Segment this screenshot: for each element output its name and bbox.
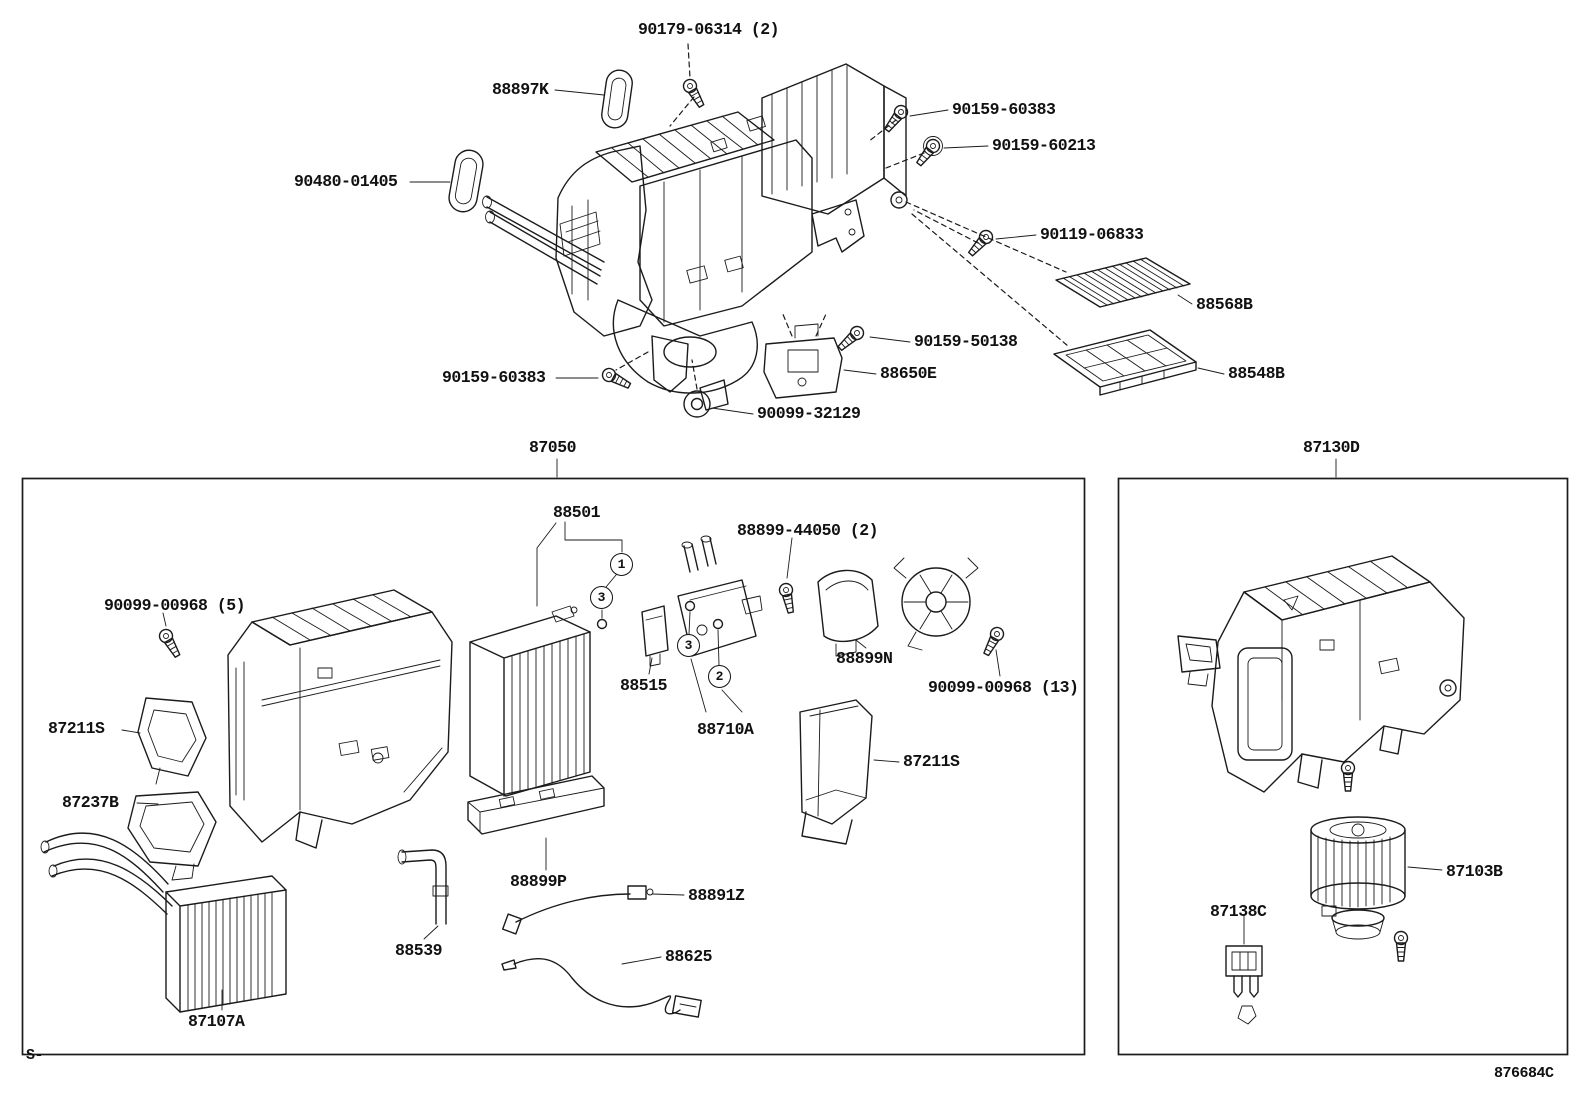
part-label-90119-06833: 90119-06833 bbox=[1040, 225, 1144, 244]
part-label-87237B: 87237B bbox=[62, 793, 119, 812]
part-label-88625: 88625 bbox=[665, 947, 713, 966]
part-label-87103B: 87103B bbox=[1446, 862, 1503, 881]
bracket-87237B-drawing bbox=[127, 791, 217, 881]
blower-resistor-87138C-drawing bbox=[1225, 945, 1263, 1025]
part-label-88897K: 88897K bbox=[492, 80, 549, 99]
gasket-plate-90480-drawing bbox=[448, 149, 484, 213]
part-label-88515: 88515 bbox=[620, 676, 668, 695]
part-label-87211S-right: 87211S bbox=[903, 752, 960, 771]
right-assembly-box-border bbox=[1117, 477, 1569, 1056]
part-label-90480-01405: 90480-01405 bbox=[294, 172, 398, 191]
assembly-dashed-lines bbox=[615, 43, 1069, 390]
circled-ref-1: 1 bbox=[610, 553, 633, 576]
part-label-88650E: 88650E bbox=[880, 364, 937, 383]
circled-ref-3a: 3 bbox=[590, 586, 613, 609]
evaporator-case-drawing bbox=[227, 589, 453, 849]
wire-88891Z-drawing bbox=[501, 885, 654, 935]
part-label-90099-00968-13: 90099-00968 (13) bbox=[928, 678, 1079, 697]
part-label-90159-50138: 90159-50138 bbox=[914, 332, 1018, 351]
part-label-88568B: 88568B bbox=[1196, 295, 1253, 314]
part-label-88501: 88501 bbox=[553, 503, 601, 522]
part-label-87138C: 87138C bbox=[1210, 902, 1267, 921]
filter-case-88548B-drawing bbox=[1053, 329, 1197, 396]
part-label-88891Z: 88891Z bbox=[688, 886, 745, 905]
part-label-88539: 88539 bbox=[395, 941, 443, 960]
screw-icons-right-box bbox=[1340, 760, 1409, 962]
blower-case-87130D-drawing bbox=[1177, 555, 1465, 793]
heater-unit-assembly-drawing bbox=[555, 63, 908, 411]
grommet-90099-32129-drawing bbox=[683, 390, 711, 418]
resistor-88650E-drawing bbox=[763, 323, 843, 399]
cover-88899N-drawing bbox=[817, 569, 879, 657]
part-label-90159-60213: 90159-60213 bbox=[992, 136, 1096, 155]
part-label-88548B: 88548B bbox=[1228, 364, 1285, 383]
leader-lines-left-box bbox=[121, 521, 1001, 1011]
drawing-number: 876684C bbox=[1494, 1065, 1554, 1082]
evaporator-core-88501-drawing bbox=[469, 605, 591, 797]
part-label-90179-06314: 90179-06314 (2) bbox=[638, 20, 780, 39]
screw-icons-top bbox=[599, 76, 996, 393]
heater-core-87107A-drawing bbox=[40, 832, 287, 1013]
leader-lines-top bbox=[409, 89, 1337, 478]
circled-ref-3b: 3 bbox=[677, 634, 700, 657]
part-label-88899-44050: 88899-44050 (2) bbox=[737, 521, 879, 540]
leader-lines-right-box bbox=[1243, 866, 1443, 945]
assembly-label-87050: 87050 bbox=[529, 438, 577, 457]
pipe-88539-drawing bbox=[397, 849, 449, 925]
part-label-88899P: 88899P bbox=[510, 872, 567, 891]
assembly-label-87130D: 87130D bbox=[1303, 438, 1360, 457]
thermistor-88515-drawing bbox=[641, 605, 669, 667]
part-label-90159-60383-left: 90159-60383 bbox=[442, 368, 546, 387]
part-label-88710A: 88710A bbox=[697, 720, 754, 739]
screw-icons-left-box bbox=[156, 581, 1007, 660]
gasket-plate-88897K-drawing bbox=[601, 69, 633, 129]
part-label-87107A: 87107A bbox=[188, 1012, 245, 1031]
part-label-87211S-left: 87211S bbox=[48, 719, 105, 738]
part-label-90099-32129: 90099-32129 bbox=[757, 404, 861, 423]
left-assembly-box-border bbox=[21, 477, 1086, 1056]
sheet-prefix-code: S- bbox=[26, 1047, 44, 1064]
circled-ref-2: 2 bbox=[708, 665, 731, 688]
packing-88899P-drawing bbox=[467, 775, 605, 835]
part-label-90159-60383-top: 90159-60383 bbox=[952, 100, 1056, 119]
part-label-88899N: 88899N bbox=[836, 649, 893, 668]
expansion-valve-88710A-drawing bbox=[677, 535, 763, 657]
duct-87211S-right-drawing bbox=[799, 699, 873, 845]
blower-motor-87103B-drawing bbox=[1310, 816, 1406, 940]
oring-icons bbox=[596, 600, 724, 630]
wire-harness-88625-drawing bbox=[501, 958, 702, 1018]
filter-element-88568B-drawing bbox=[1055, 257, 1191, 308]
heater-pipes-drawing bbox=[482, 195, 605, 285]
part-label-90099-00968-5: 90099-00968 (5) bbox=[104, 596, 246, 615]
bracket-87211S-left-drawing bbox=[137, 697, 207, 785]
servo-motor-drawing bbox=[893, 557, 979, 651]
